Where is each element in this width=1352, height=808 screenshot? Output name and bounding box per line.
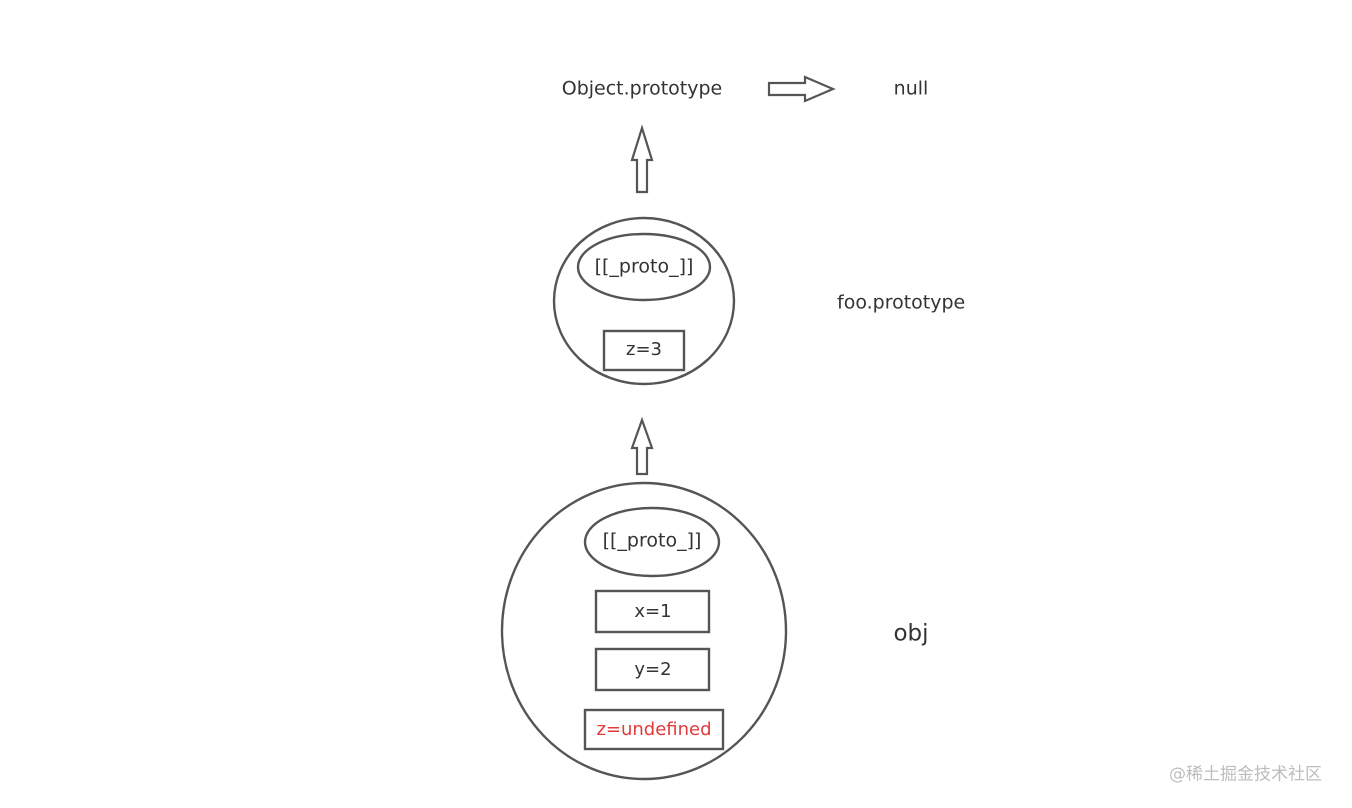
obj-y-box bbox=[594, 647, 711, 692]
obj-proto-slot-ellipse bbox=[583, 506, 721, 578]
obj-y-label: y=2 bbox=[634, 659, 672, 680]
arrow-up-to-object-prototype bbox=[630, 124, 654, 194]
foo-z-box bbox=[602, 329, 686, 372]
obj-proto-slot-label: [[_proto_]] bbox=[602, 529, 702, 552]
obj-node bbox=[500, 481, 788, 781]
null-label: null bbox=[893, 77, 929, 100]
foo-proto-slot-label: [[_proto_]] bbox=[594, 255, 694, 278]
object-prototype-label: Object.prototype bbox=[561, 77, 723, 100]
obj-z-box bbox=[583, 708, 725, 751]
foo-prototype-label: foo.prototype bbox=[837, 291, 966, 314]
arrow-up-to-foo-prototype bbox=[630, 416, 654, 476]
foo-proto-slot-ellipse bbox=[576, 232, 712, 302]
arrow-right-to-null bbox=[767, 75, 836, 103]
obj-x-box bbox=[594, 589, 711, 634]
foo-prototype-node bbox=[552, 216, 736, 386]
watermark: @稀土掘金技术社区 bbox=[1169, 764, 1322, 785]
obj-z-undefined-label: z=undefined bbox=[596, 719, 712, 740]
obj-label: obj bbox=[893, 620, 929, 647]
obj-x-label: x=1 bbox=[634, 601, 672, 622]
foo-z-label: z=3 bbox=[626, 339, 662, 360]
